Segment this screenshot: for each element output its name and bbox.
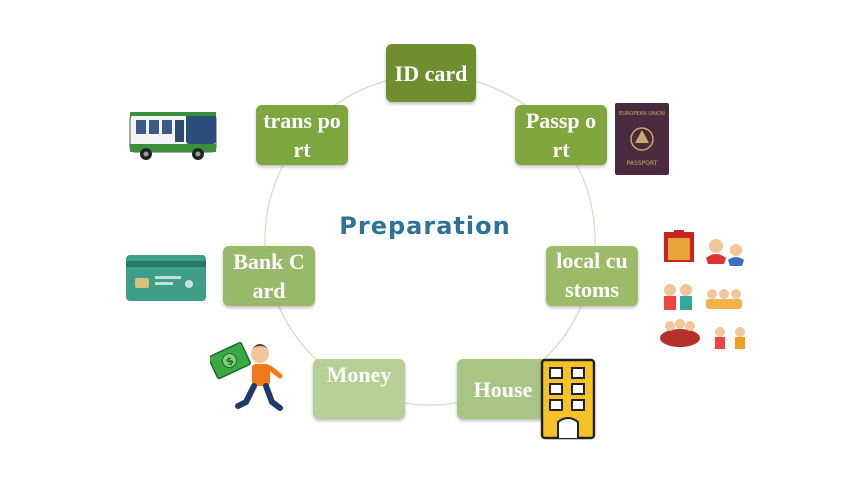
building-icon [540,358,596,440]
node-local-customs: local customs [546,246,638,306]
festival-people-icon [660,230,745,349]
node-house: House [457,359,549,419]
svg-text:$: $ [225,355,236,368]
passport-icon: EUROPEAN UNION PASSPORT [615,103,669,175]
node-id-card: ID card [386,44,476,102]
node-bank-card: Bank Card [223,246,315,306]
center-title: Preparation [339,212,511,240]
bank-card-icon [126,255,206,301]
passport-cover-text: PASSPORT [627,160,658,167]
svg-text:EUROPEAN UNION: EUROPEAN UNION [619,111,665,117]
node-transport: trans port [256,105,348,165]
running-man-with-money-icon: $ [210,341,283,411]
bus-icon [129,112,217,160]
node-money: Money [313,359,405,419]
node-passport: Passp ort [515,105,607,165]
